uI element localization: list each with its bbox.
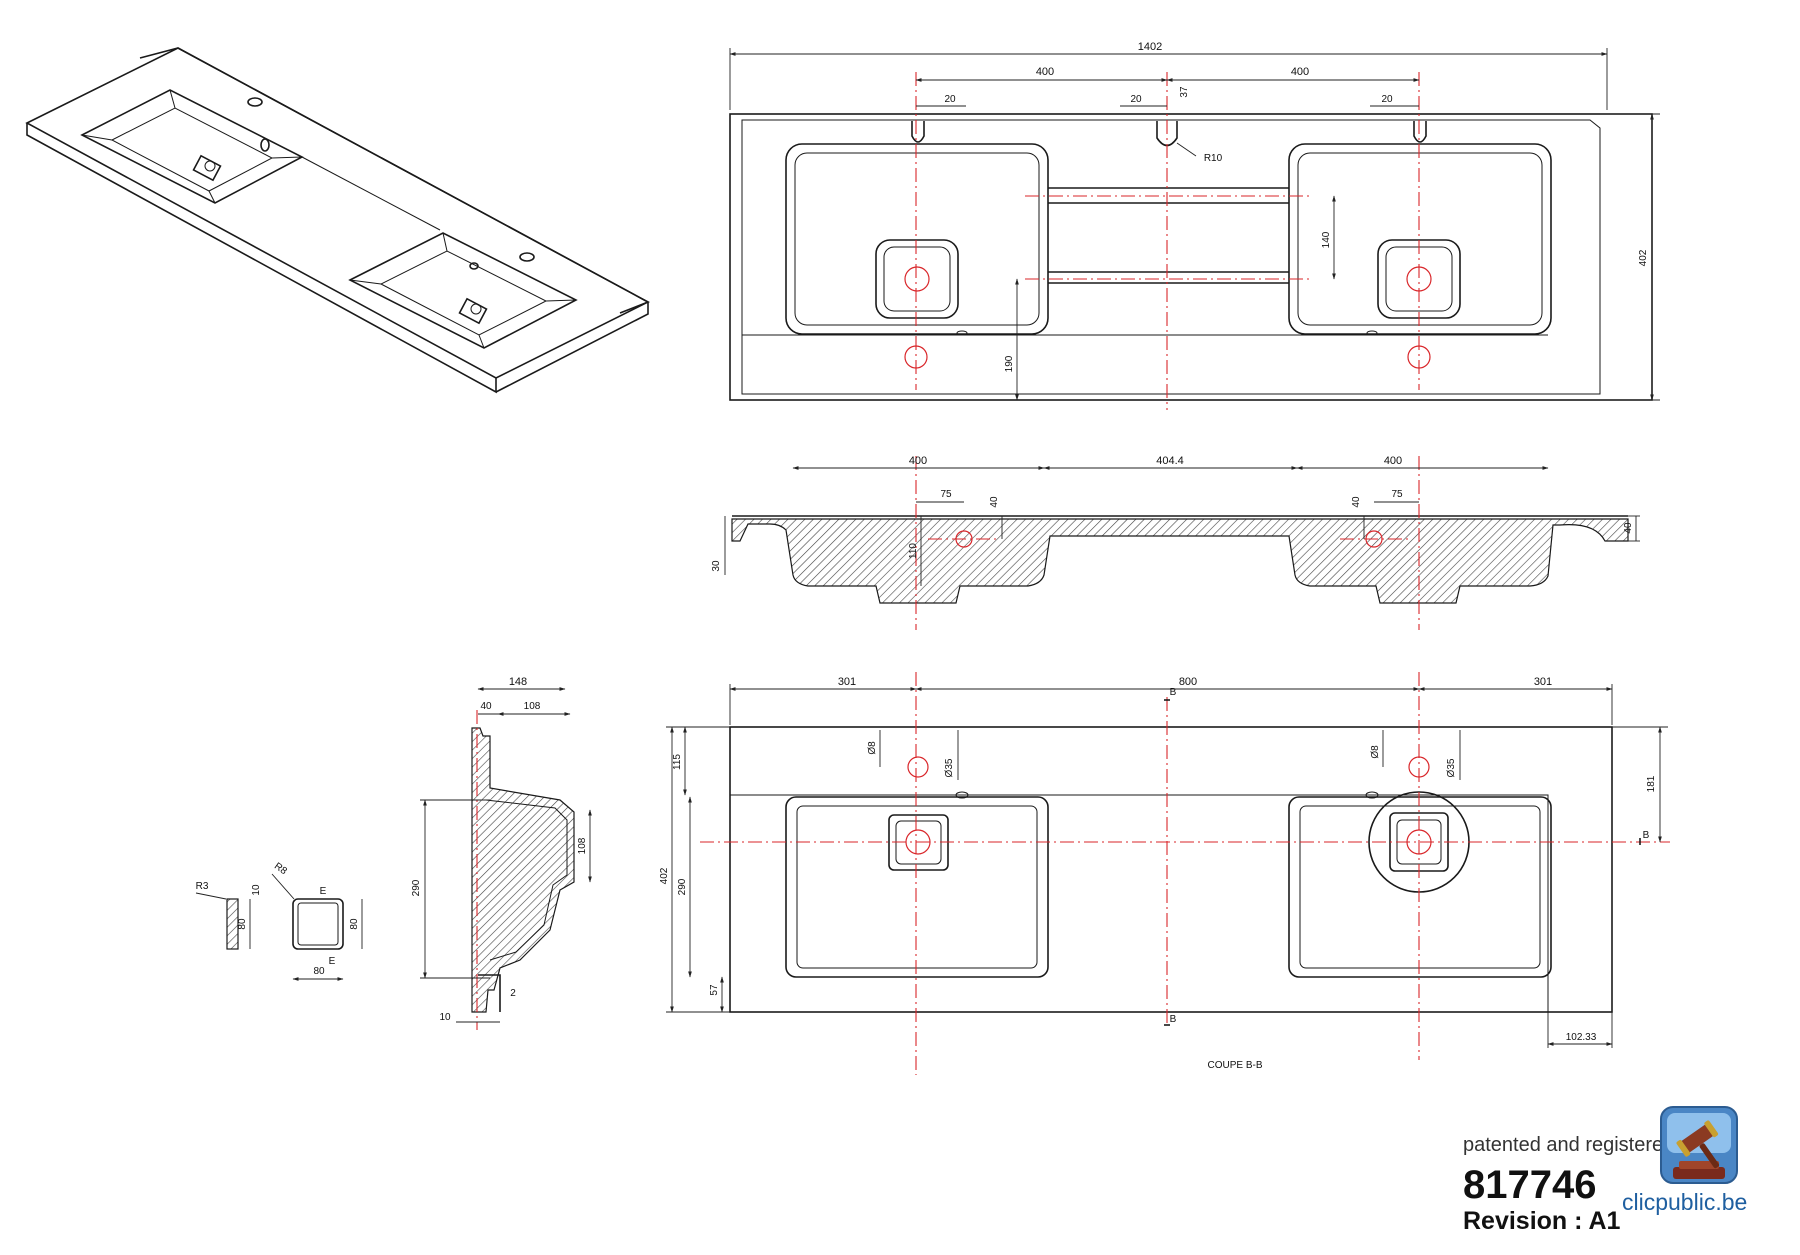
front-section-view: 400 404.4 400 75 40 75 40 110 30 40 bbox=[711, 455, 1640, 630]
detail-radius-small: R3 bbox=[196, 881, 209, 892]
dim-b-top-band: 115 bbox=[672, 754, 683, 770]
dim-between-basins: 404.4 bbox=[1156, 455, 1184, 467]
section-mark-bottom: B bbox=[1170, 1014, 1177, 1025]
dim-b-side-right: 301 bbox=[1534, 676, 1552, 688]
dim-b-centers: 800 bbox=[1179, 676, 1197, 688]
dim-tap-offset-left: 20 bbox=[944, 94, 956, 105]
dim-side-bottom-right: 2 bbox=[510, 988, 516, 999]
dim-side-waste-height: 108 bbox=[577, 837, 588, 854]
dim-basin-width-left: 400 bbox=[909, 455, 927, 467]
side-section-view: 148 40 108 290 108 10 2 bbox=[411, 676, 592, 1030]
dim-overall-width: 1402 bbox=[1138, 41, 1162, 53]
dim-b-basin-depth: 290 bbox=[677, 878, 688, 895]
dim-edge-thickness: 30 bbox=[711, 560, 722, 572]
detail-views: R3 10 80 R8 E E 80 80 bbox=[196, 861, 363, 981]
dim-b-hole-left-small: Ø8 bbox=[867, 741, 878, 755]
plan-section-b: 301 800 301 115 402 290 57 Ø8 Ø35 Ø8 Ø35… bbox=[659, 672, 1670, 1075]
dim-tap-left-offset: 75 bbox=[940, 489, 952, 500]
revision-label: Revision : A1 bbox=[1463, 1207, 1621, 1235]
dim-side-left-part: 40 bbox=[480, 701, 492, 712]
dim-basin-depth: 110 bbox=[908, 543, 919, 559]
dim-tap-right-height: 40 bbox=[1351, 496, 1362, 508]
dim-tap-right-offset: 75 bbox=[1391, 489, 1403, 500]
detail-radius-large: R8 bbox=[272, 861, 289, 878]
design-number: 817746 bbox=[1463, 1163, 1597, 1207]
dim-overflow-radius: R10 bbox=[1204, 153, 1223, 164]
dim-side-bottom-left: 10 bbox=[439, 1012, 451, 1023]
dim-b-hole-right-small: Ø8 bbox=[1370, 745, 1381, 759]
dim-tap-offset-right: 20 bbox=[1381, 94, 1393, 105]
dim-b-hole-left-large: Ø35 bbox=[944, 758, 955, 777]
section-caption: COUPE B-B bbox=[1207, 1060, 1262, 1071]
dim-tap-offset-center-left: 20 bbox=[1130, 94, 1142, 105]
section-mark-top: B bbox=[1170, 687, 1177, 698]
detail-square-height-left: 80 bbox=[237, 918, 248, 930]
detail-wall: 10 bbox=[251, 884, 262, 896]
detail-label-top: E bbox=[320, 886, 327, 897]
dim-overall-depth: 402 bbox=[1638, 249, 1649, 266]
dim-channel-height: 140 bbox=[1321, 231, 1332, 248]
dim-front-depth: 190 bbox=[1004, 355, 1015, 372]
dim-b-hole-right-large: Ø35 bbox=[1446, 758, 1457, 777]
gavel-icon bbox=[1660, 1106, 1738, 1184]
dim-b-right-height: 181 bbox=[1646, 775, 1657, 792]
dim-rim-height: 40 bbox=[1623, 522, 1634, 534]
dim-side-basin-height: 290 bbox=[411, 879, 422, 896]
dim-b-bottom-margin: 57 bbox=[709, 984, 720, 996]
isometric-view bbox=[25, 47, 650, 394]
watermark-site: clicpublic.be bbox=[1622, 1189, 1748, 1215]
top-view: 1402 400 400 20 20 37 20 R10 140 190 402 bbox=[729, 41, 1660, 410]
watermark-logo: clicpublic.be bbox=[1622, 1106, 1800, 1255]
detail-label-bottom: E bbox=[329, 956, 336, 967]
dim-b-side-left: 301 bbox=[838, 676, 856, 688]
dim-b-right-offset: 102.33 bbox=[1566, 1032, 1597, 1043]
dim-side-right-part: 108 bbox=[524, 701, 541, 712]
section-mark-right: B bbox=[1643, 830, 1650, 841]
dim-side-overall: 148 bbox=[509, 676, 527, 688]
detail-square-width: 80 bbox=[313, 966, 325, 977]
dim-basin-width-right: 400 bbox=[1384, 455, 1402, 467]
dim-left-basin-offset: 400 bbox=[1036, 66, 1054, 78]
dim-tap-left-height: 40 bbox=[989, 496, 1000, 508]
dim-tap-offset-center-right: 37 bbox=[1179, 86, 1190, 98]
dim-right-basin-offset: 400 bbox=[1291, 66, 1309, 78]
dim-b-overall-depth: 402 bbox=[659, 867, 670, 884]
detail-square-height-right: 80 bbox=[349, 918, 360, 930]
